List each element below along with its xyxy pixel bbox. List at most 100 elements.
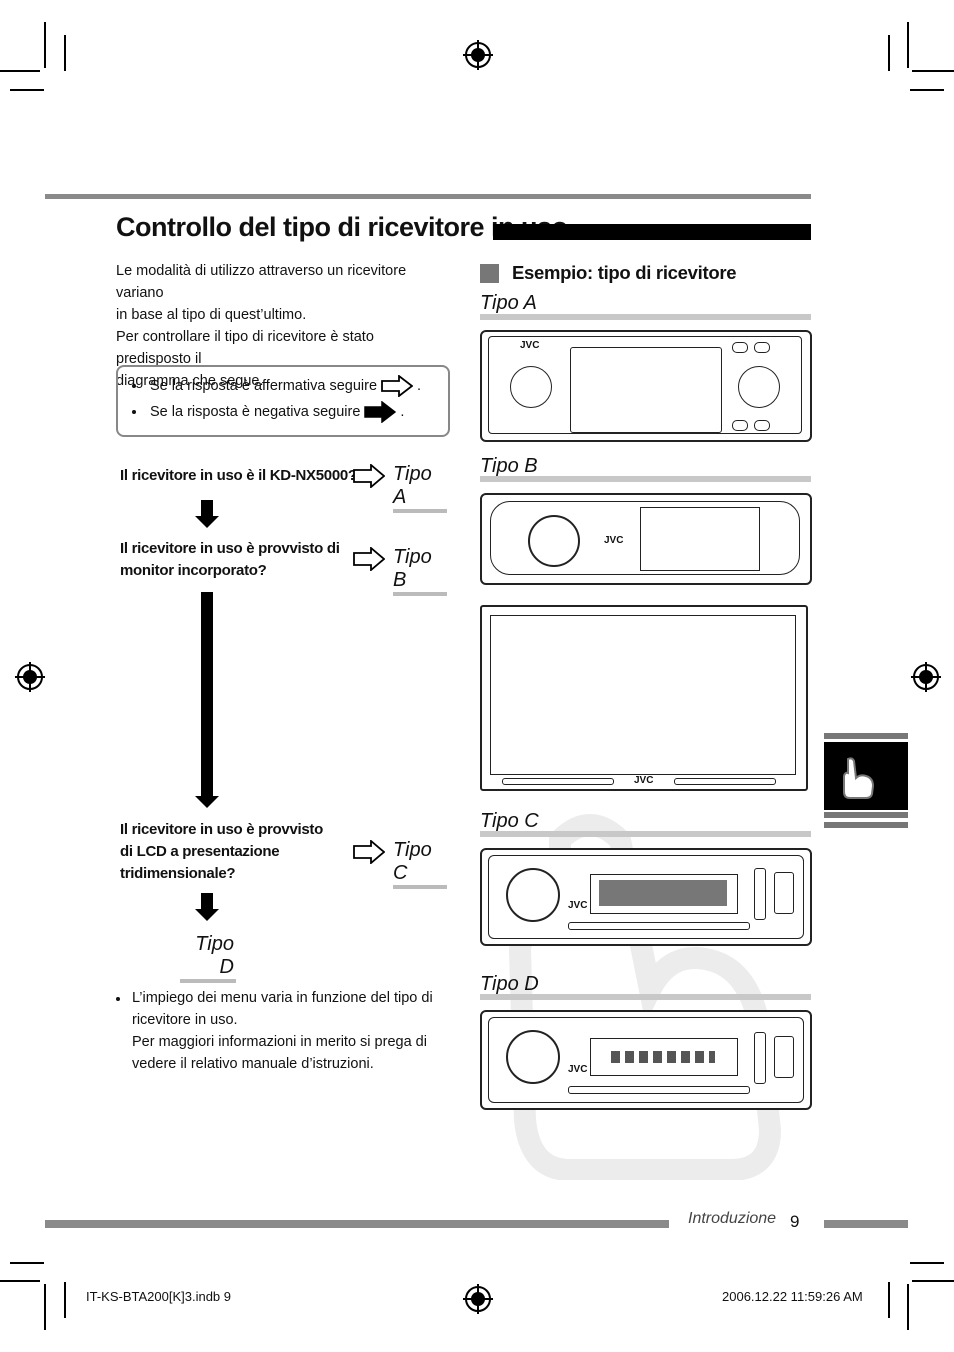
display-screen <box>640 507 760 571</box>
receiver-tipo-d: JVC <box>480 1010 812 1110</box>
bullet <box>132 384 136 388</box>
side-stripe <box>824 822 908 828</box>
brand-logo: JVC <box>568 1064 588 1075</box>
down-arrow-shaft <box>201 893 213 909</box>
receiver-tipo-c: JVC <box>480 848 812 946</box>
crop-mark <box>888 35 890 71</box>
registration-mark-icon <box>463 1284 493 1314</box>
solid-arrow-icon <box>364 401 397 423</box>
intro-line: Per controllare il tipo di ricevitore è … <box>116 329 374 367</box>
legend-period: . <box>417 378 422 394</box>
faceplate <box>488 336 802 434</box>
button-row <box>502 778 614 785</box>
receiver-monitor: JVC <box>480 605 808 791</box>
side-stripe <box>824 733 908 739</box>
question-3-line: tridimensionale? <box>120 865 236 882</box>
label-underline <box>480 476 811 482</box>
legend-no: Se la risposta è negativa seguire . <box>132 401 404 423</box>
result-tipo-d: Tipo D <box>180 933 236 983</box>
crop-mark <box>910 1262 944 1264</box>
bullet <box>116 997 120 1001</box>
preset-buttons <box>568 1086 750 1094</box>
lcd-segment <box>599 880 727 906</box>
control-knob <box>506 1030 560 1084</box>
brand-logo: JVC <box>604 535 624 546</box>
crop-mark <box>907 22 909 68</box>
legend-no-text: Se la risposta è negativa seguire <box>150 404 361 420</box>
button <box>732 342 748 353</box>
down-arrow-head <box>195 796 219 808</box>
question-2: Il ricevitore in uso è provvisto di moni… <box>120 538 340 582</box>
display-screen <box>490 615 796 775</box>
intro-line: diagramma che segue. <box>116 373 264 389</box>
example-heading: Esempio: tipo di ricevitore <box>512 262 737 283</box>
crop-mark <box>912 70 954 72</box>
label-tipo-a: Tipo A <box>480 292 537 314</box>
crop-mark <box>44 1284 46 1330</box>
crop-mark <box>64 35 66 71</box>
legend-yes-text: Se la risposta è affermativa seguire <box>150 378 378 394</box>
crop-mark <box>0 70 40 72</box>
volume-knob <box>510 366 552 408</box>
bullet <box>132 410 136 414</box>
legend-period: . <box>400 404 405 420</box>
crop-mark <box>888 1282 890 1318</box>
section-square <box>480 264 499 283</box>
question-3-line: di LCD a presentazione <box>120 843 280 860</box>
result-tipo-b: Tipo B <box>393 546 447 596</box>
label-tipo-d: Tipo D <box>480 973 539 995</box>
footnote-line: Per maggiori informazioni in merito si p… <box>132 1034 427 1050</box>
receiver-tipo-b: JVC <box>480 493 812 585</box>
control-knob <box>738 366 780 408</box>
page-title: Controllo del tipo di ricevitore in uso <box>116 212 568 242</box>
intro-paragraph: Le modalità di utilizzo attraverso un ri… <box>116 260 446 392</box>
footer-section: Introduzione <box>688 1210 777 1227</box>
hand-watermark <box>508 814 782 1180</box>
slug-date: 2006.12.22 11:59:26 AM <box>722 1289 863 1304</box>
page-number: 9 <box>790 1212 800 1231</box>
brand-logo: JVC <box>634 775 654 786</box>
crop-mark <box>64 1282 66 1318</box>
label-underline <box>480 831 811 837</box>
question-1: Il ricevitore in uso è il KD-NX5000? <box>120 467 357 484</box>
faceplate <box>488 1017 804 1103</box>
preset-buttons <box>568 922 750 930</box>
question-3-line: Il ricevitore in uso è provvisto <box>120 821 323 838</box>
button-column <box>754 868 766 920</box>
segment-display <box>590 1038 738 1076</box>
down-arrow-head <box>195 516 219 528</box>
eject-button <box>774 872 794 914</box>
legend-yes: Se la risposta è affermativa seguire . <box>132 375 421 397</box>
slug-file: IT-KS-BTA200[K]3.indb 9 <box>86 1289 231 1304</box>
display-screen <box>570 347 722 433</box>
label-tipo-c: Tipo C <box>480 810 539 832</box>
result-tipo-c: Tipo C <box>393 839 447 889</box>
side-tab <box>824 742 908 810</box>
outline-arrow-icon <box>353 840 385 864</box>
control-knob <box>528 515 580 567</box>
legend-box: Se la risposta è affermativa seguire . S… <box>116 365 450 437</box>
button-column <box>754 1032 766 1084</box>
question-2-line: Il ricevitore in uso è provvisto di <box>120 540 340 557</box>
footnote-line: L’impiego dei menu varia in funzione del… <box>132 990 433 1006</box>
result-tipo-a: Tipo A <box>393 463 447 513</box>
button <box>754 342 770 353</box>
faceplate <box>490 501 800 575</box>
question-2-line: monitor incorporato? <box>120 562 267 579</box>
eject-button <box>774 1036 794 1078</box>
label-tipo-b: Tipo B <box>480 455 538 477</box>
crop-mark <box>912 1280 954 1282</box>
down-arrow-shaft <box>201 592 213 796</box>
intro-line: Le modalità di utilizzo attraverso un ri… <box>116 263 407 301</box>
lcd-display <box>590 874 738 914</box>
down-arrow-shaft <box>201 500 213 516</box>
button-row <box>674 778 776 785</box>
side-stripe <box>824 812 908 818</box>
top-rule <box>45 194 811 199</box>
crop-mark <box>10 1262 44 1264</box>
segment-digits <box>611 1051 715 1063</box>
hand-icon <box>843 757 875 799</box>
label-underline <box>480 994 811 1000</box>
title-bar <box>493 224 811 240</box>
crop-mark <box>10 89 44 91</box>
